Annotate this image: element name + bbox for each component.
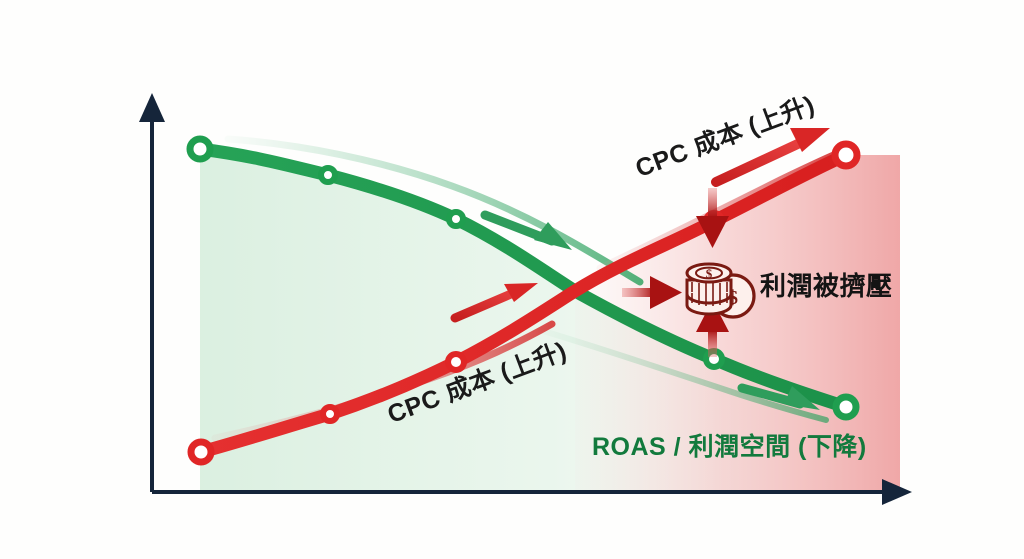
green-ghost-line: [224, 135, 644, 286]
data-point-marker: [832, 393, 860, 421]
green-trend-arrow-mid: [480, 210, 572, 250]
svg-text:$: $: [728, 287, 738, 309]
red-trend-arrow-mid: [450, 283, 538, 323]
pressure-arrow-up-icon: [696, 300, 729, 357]
coin-stack-icon: $ $: [685, 262, 756, 319]
data-point-marker: [831, 140, 861, 170]
red-area-fill: [575, 155, 900, 492]
series-roas-markers: [186, 135, 860, 421]
data-point-marker: [320, 404, 340, 424]
series-cpc-line: [194, 148, 853, 459]
data-point-marker: [187, 438, 215, 466]
chart-axes: [139, 93, 912, 505]
profit-squeeze-label: 利潤被擠壓: [760, 271, 893, 301]
series-roas-line: [193, 142, 853, 414]
red-trend-arrow-upper: [711, 128, 830, 187]
svg-text:$: $: [706, 266, 713, 281]
data-point-marker: [318, 165, 338, 185]
pressure-arrow-down-icon: [696, 188, 729, 248]
x-axis-arrow-icon: [882, 479, 912, 505]
roas-label: ROAS / 利潤空間 (下降): [592, 433, 867, 461]
pressure-arrow-right-icon: [622, 276, 682, 309]
y-axis-arrow-icon: [139, 93, 165, 122]
data-point-marker: [445, 351, 467, 373]
data-point-marker: [446, 209, 466, 229]
green-trend-arrow-lower: [737, 383, 820, 410]
data-point-marker: [186, 135, 214, 163]
profit-squeeze-cluster: $ $: [622, 188, 756, 357]
green-ghost-line-lower: [537, 327, 829, 423]
